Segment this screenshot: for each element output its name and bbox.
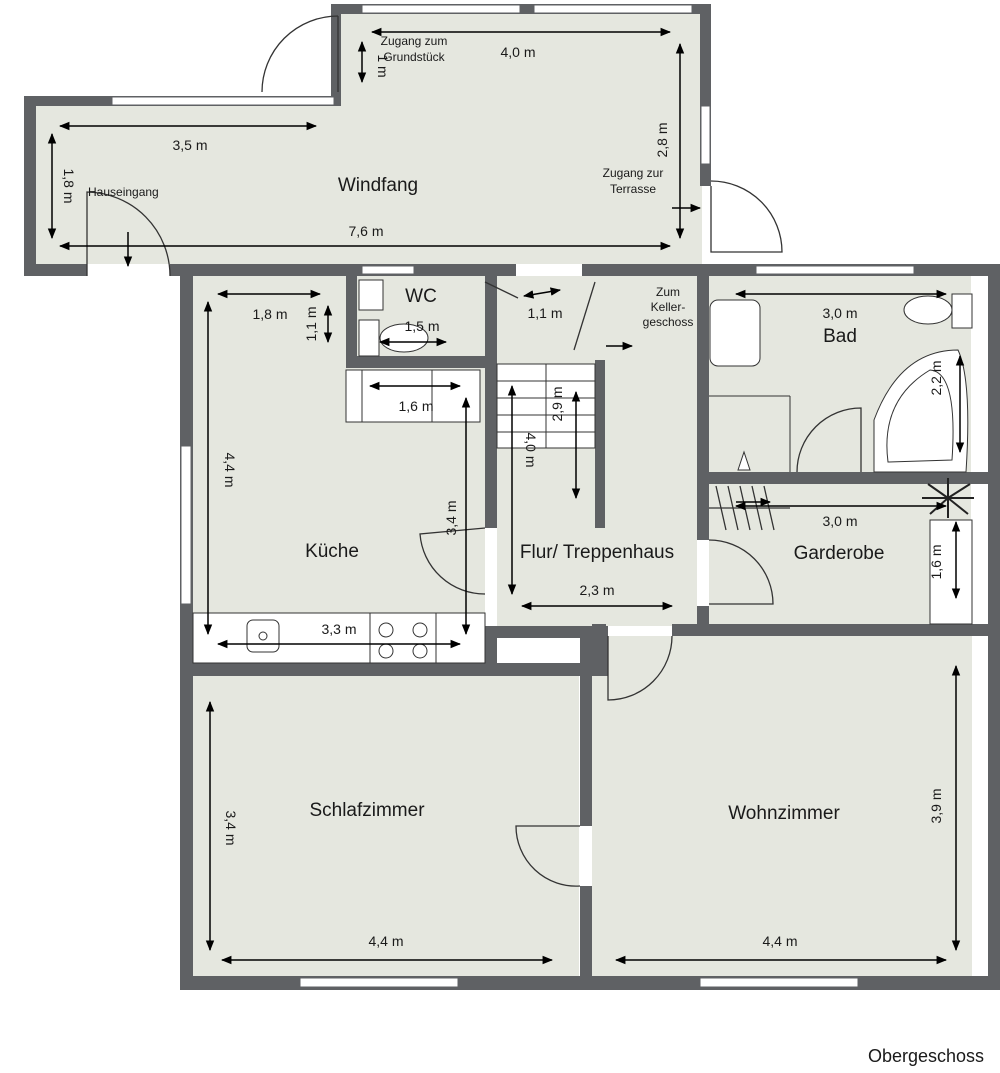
note-zugang-terrasse-2: Terrasse	[610, 182, 656, 196]
dim-grundstueck-height: 1 m	[375, 54, 391, 77]
door-garderobe	[708, 539, 774, 605]
dimension-lines	[47, 27, 965, 965]
dim-kueche-height: 4,4 m	[222, 452, 238, 487]
dim-kueche-cabinet: 1,6 m	[398, 398, 433, 414]
floor-areas	[36, 12, 972, 976]
note-hauseingang: Hauseingang	[88, 185, 159, 199]
dim-grundstueck-width: 4,0 m	[500, 44, 535, 60]
note-keller-3: geschoss	[643, 315, 694, 329]
lamp-icon	[737, 450, 751, 471]
dim-kueche-bottom: 3,3 m	[321, 621, 356, 637]
dim-bad-width: 3,0 m	[822, 305, 857, 321]
dim-wohn-height: 3,9 m	[928, 788, 944, 823]
floor-wohnzimmer	[592, 636, 972, 976]
door-terrasse	[710, 180, 783, 253]
garderobe-cabinet	[929, 519, 973, 625]
note-zugang-terrasse-1: Zugang zur	[603, 166, 664, 180]
door-schlafzimmer	[515, 825, 581, 887]
dim-wc-width: 1,5 m	[404, 318, 439, 334]
label-kueche: Küche	[305, 541, 359, 562]
dim-windfang-left-width: 3,5 m	[172, 137, 207, 153]
dimension-labels: 4,0 m 1 m 3,5 m 1,8 m 2,8 m 7,6 m 1,8 m …	[61, 44, 944, 949]
dim-wohn-width: 4,4 m	[762, 933, 797, 949]
door-wc	[484, 281, 519, 299]
label-schlafzimmer: Schlafzimmer	[309, 800, 425, 821]
label-flur: Flur/ Treppenhaus	[520, 542, 674, 563]
dim-schlaf-height: 3,4 m	[223, 810, 239, 845]
bad-toilet	[903, 295, 953, 325]
dim-flur-height: 4,0 m	[523, 432, 539, 467]
note-zugang-grundstueck-1: Zugang zum	[381, 34, 448, 48]
kueche-stove	[369, 612, 437, 664]
label-wc: WC	[405, 286, 437, 307]
door-grundstueck	[261, 15, 339, 93]
dim-kueche-niche: 1,1 m	[303, 306, 319, 341]
label-windfang: Windfang	[338, 175, 418, 196]
door-kueche	[419, 527, 486, 595]
dim-windfang-total: 7,6 m	[348, 223, 383, 239]
dim-windfang-height: 1,8 m	[61, 168, 77, 203]
dim-kueche-top: 1,8 m	[252, 306, 287, 322]
label-bad: Bad	[823, 326, 857, 347]
label-wohnzimmer: Wohnzimmer	[728, 803, 840, 824]
dim-flur-door: 1,1 m	[527, 305, 562, 321]
dim-garderobe-width: 3,0 m	[822, 513, 857, 529]
door-hauseingang	[86, 191, 171, 277]
direction-arrows	[123, 203, 772, 507]
dim-flur-width: 2,3 m	[579, 582, 614, 598]
dim-kueche-inner: 3,4 m	[443, 500, 459, 535]
dim-windfang-right-height: 2,8 m	[654, 122, 670, 157]
wc-toilet-tank	[358, 319, 380, 357]
wc-sink	[358, 279, 384, 311]
door-bad	[796, 407, 862, 473]
doors	[86, 15, 862, 887]
dim-bad-tub: 2,2 m	[928, 360, 944, 395]
door-keller	[573, 281, 596, 351]
bad-shower	[709, 299, 761, 367]
door-wohnzimmer	[607, 635, 673, 701]
floor-schlafzimmer	[193, 676, 579, 976]
note-keller-1: Zum	[656, 285, 680, 299]
note-keller-2: Keller-	[651, 300, 686, 314]
dim-schlaf-width: 4,4 m	[368, 933, 403, 949]
windows	[111, 4, 915, 988]
label-garderobe: Garderobe	[794, 543, 885, 564]
kueche-upper-cabinet	[345, 369, 481, 423]
floor-title: Obergeschoss	[867, 1046, 984, 1066]
room-labels: Windfang WC Bad Küche Flur/ Treppenhaus …	[305, 175, 884, 824]
floor-windfang-lower	[36, 106, 702, 264]
note-zugang-grundstueck-2: Grundstück	[383, 50, 445, 64]
notes: Zugang zum Grundstück Hauseingang Zugang…	[88, 34, 693, 329]
dim-garderobe-height: 1,6 m	[928, 544, 944, 579]
bad-toilet-tank	[951, 293, 973, 329]
dim-treppe: 2,9 m	[549, 386, 565, 421]
